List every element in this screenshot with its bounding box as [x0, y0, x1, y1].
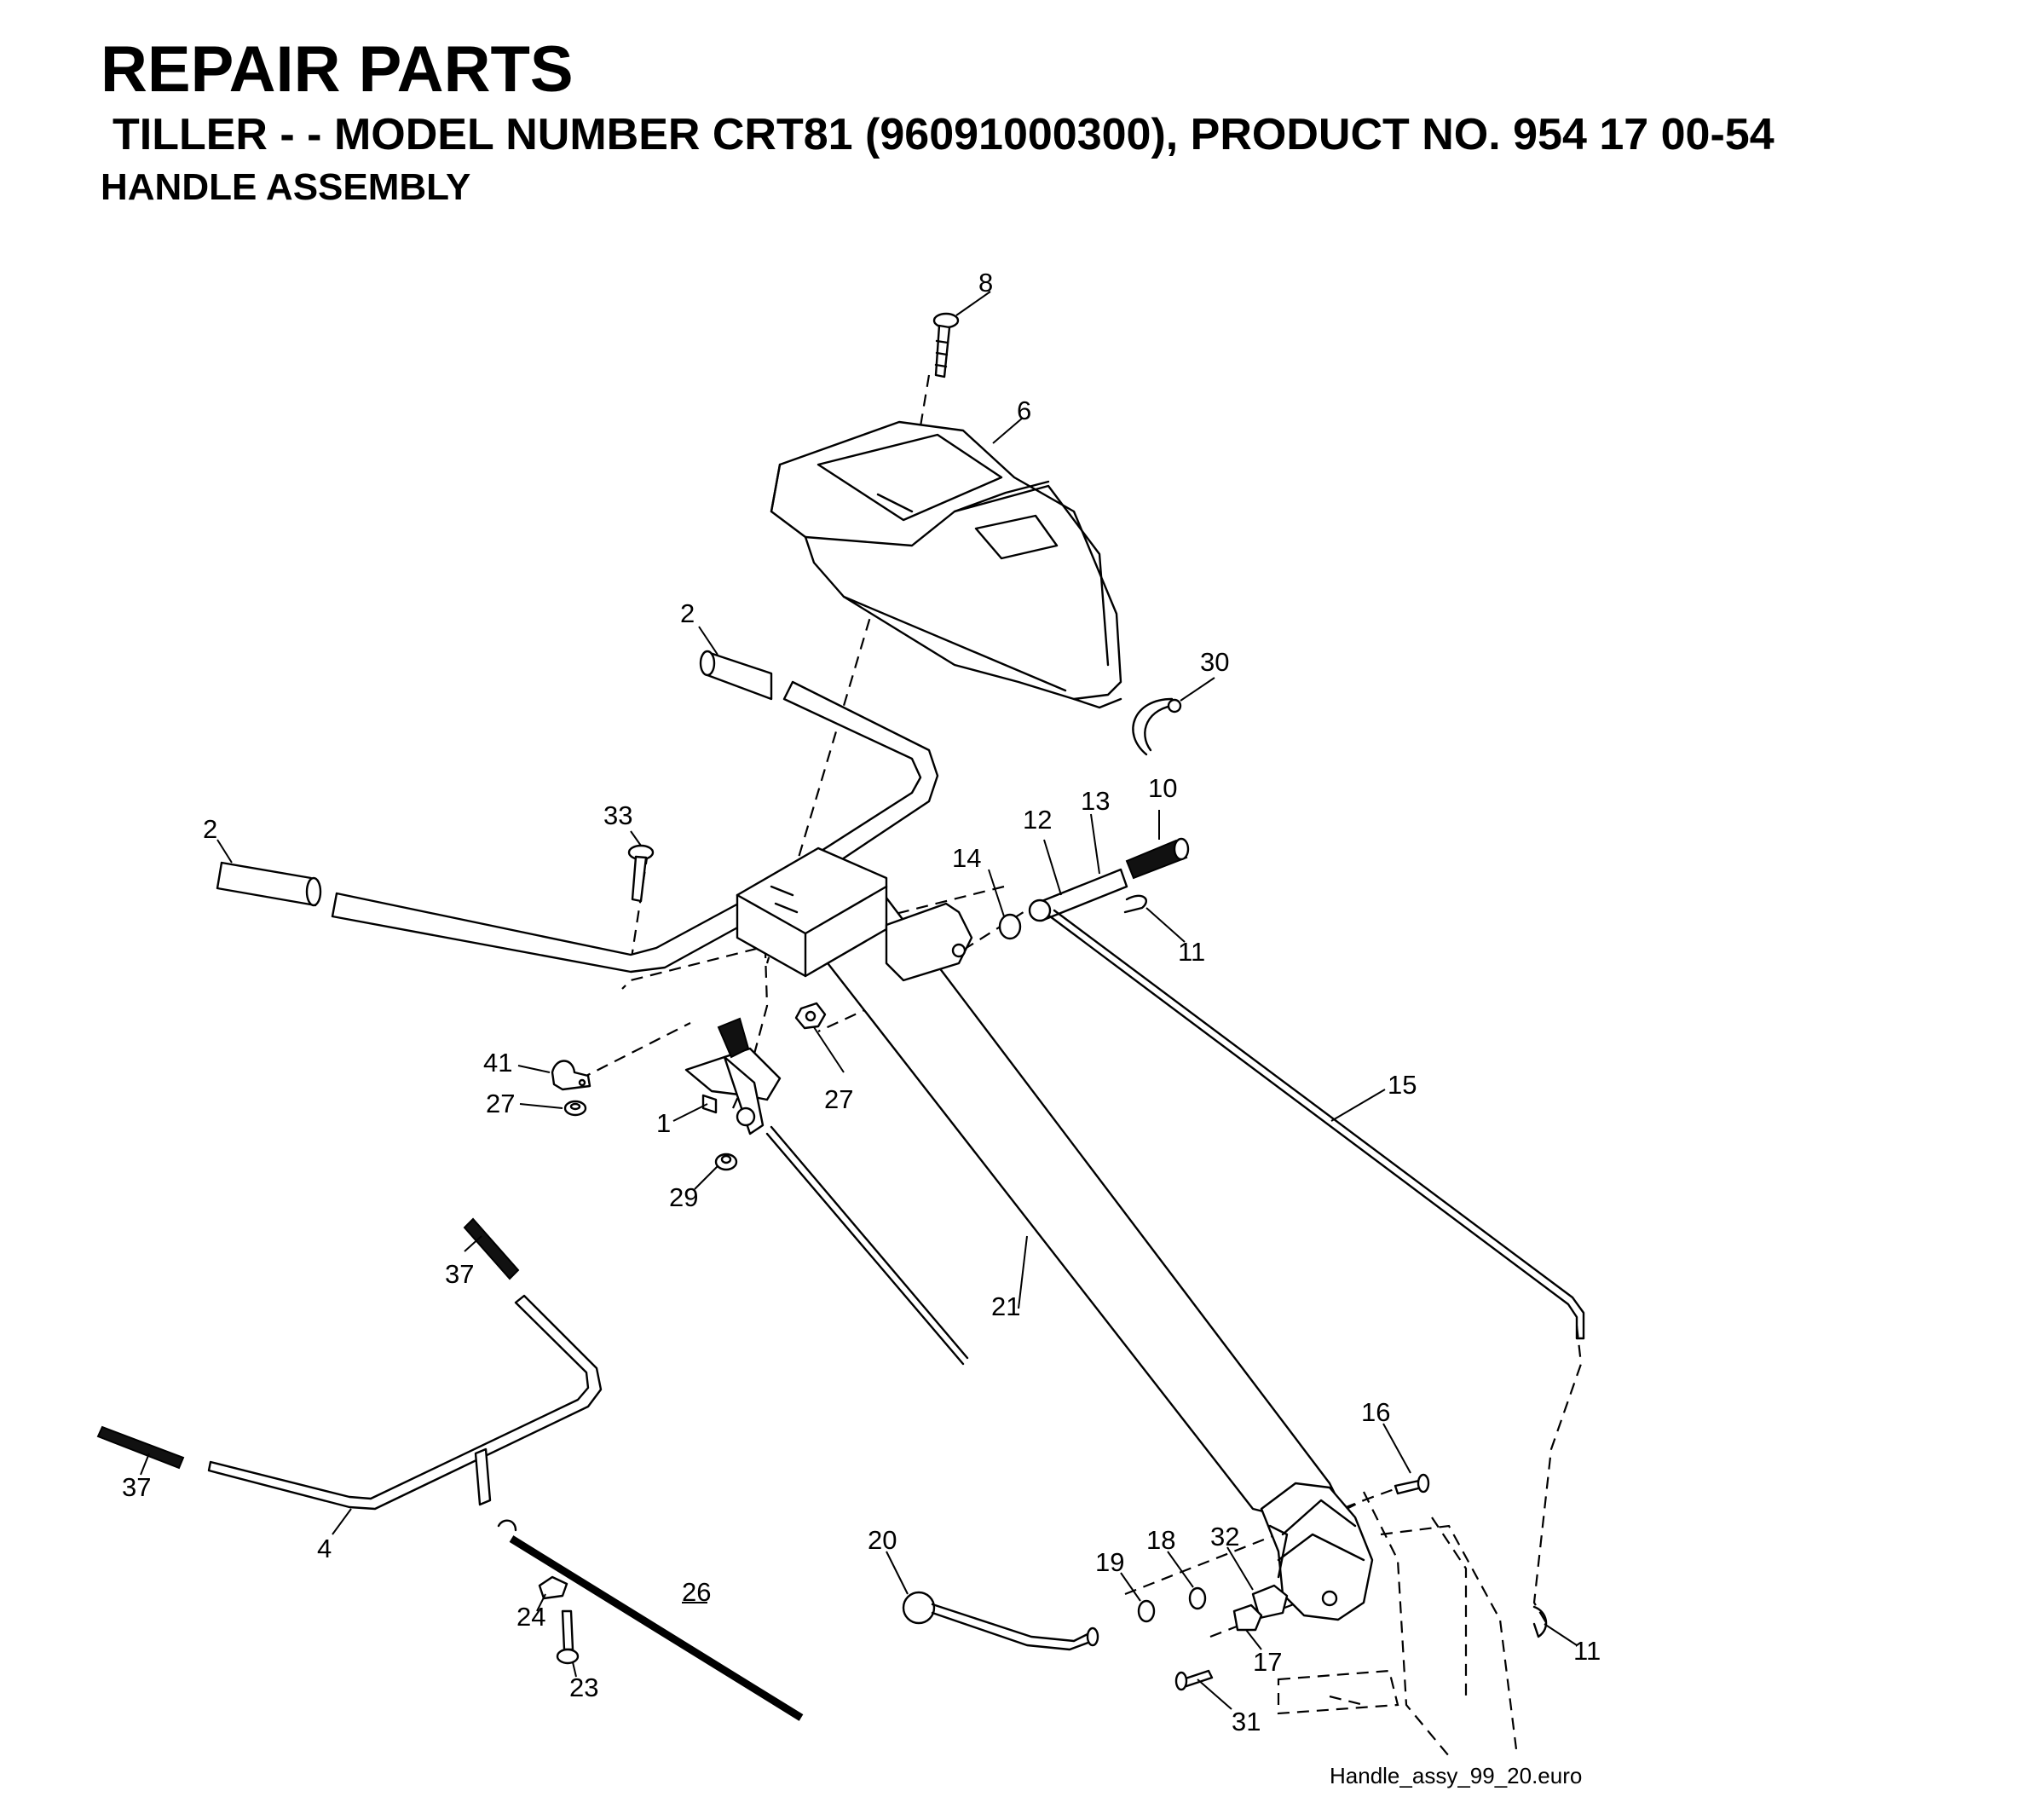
- screw-part-8: [932, 312, 960, 378]
- console-panel-part: [770, 420, 1122, 709]
- grip-part-2-right: [699, 650, 773, 701]
- nut-part-29: [714, 1153, 738, 1171]
- callout-20: 20: [868, 1525, 897, 1555]
- page-title: REPAIR PARTS: [101, 33, 574, 106]
- callout-33: 33: [603, 800, 632, 830]
- nut-part-27-upper: [794, 1002, 827, 1030]
- grip-part-10: [1125, 837, 1190, 880]
- clamp-part-24: [538, 1575, 568, 1600]
- bolt-part-23: [556, 1609, 580, 1665]
- washer-part-19: [1137, 1599, 1156, 1623]
- lever-part-20: [902, 1591, 1099, 1651]
- callout-27-left: 27: [486, 1089, 515, 1118]
- bolt-part-16: [1394, 1473, 1430, 1495]
- lever-part-13: [1028, 868, 1128, 922]
- callout-13: 13: [1081, 786, 1110, 816]
- handle-tube-part-21: [736, 846, 1374, 1621]
- callout-12: 12: [1023, 805, 1052, 835]
- hairpin-part-11-upper: [1123, 894, 1147, 914]
- nut-part-18: [1188, 1586, 1207, 1610]
- callout-6: 6: [1017, 396, 1031, 425]
- lever-bracket-part-1: [684, 1017, 969, 1366]
- callout-41: 41: [483, 1048, 512, 1078]
- callout-15: 15: [1388, 1070, 1417, 1100]
- callout-11-lower: 11: [1573, 1636, 1601, 1666]
- callout-19: 19: [1095, 1547, 1124, 1577]
- cable-part-26: [497, 1519, 804, 1721]
- grip-part-37-upper: [463, 1217, 520, 1280]
- clip-part-30: [1132, 697, 1182, 756]
- callout-16: 16: [1361, 1397, 1390, 1427]
- knob-part-17: [1232, 1603, 1263, 1632]
- callout-29: 29: [669, 1182, 698, 1212]
- callout-21: 21: [991, 1291, 1020, 1321]
- diagram-filename: Handle_assy_99_20.euro: [1330, 1763, 1582, 1788]
- callout-14: 14: [952, 843, 981, 873]
- model-subtitle: TILLER - - MODEL NUMBER CRT81 (960910003…: [113, 110, 1774, 159]
- nut-part-27-lower: [563, 1100, 587, 1117]
- leader-lines: [140, 291, 1578, 1710]
- callout-32: 32: [1210, 1522, 1239, 1551]
- grip-part-37-lower: [96, 1425, 185, 1470]
- callout-24: 24: [516, 1602, 545, 1632]
- clamp-part-41: [551, 1060, 591, 1091]
- spacer-part-14: [998, 913, 1022, 940]
- callout-11-upper: 11: [1178, 937, 1205, 967]
- callout-26: 26: [682, 1577, 711, 1607]
- bolt-part-33: [627, 844, 655, 903]
- callout-1: 1: [656, 1108, 671, 1138]
- callout-27-right: 27: [824, 1084, 853, 1114]
- lever-part-4: [207, 1294, 603, 1511]
- callout-30: 30: [1200, 647, 1229, 677]
- callout-10: 10: [1148, 773, 1177, 803]
- callout-labels: 8 6 2 30 2 33 12 13 10 14 11 41 27 27 1 …: [122, 268, 1601, 1736]
- hairpin-part-11-lower: [1532, 1605, 1548, 1638]
- handlebar-part: [331, 680, 939, 974]
- callout-37-lower: 37: [122, 1472, 151, 1502]
- callout-8: 8: [978, 268, 993, 298]
- callout-4: 4: [317, 1534, 332, 1563]
- callout-37-upper: 37: [445, 1259, 474, 1289]
- callout-2-left: 2: [203, 814, 217, 844]
- callout-17: 17: [1253, 1647, 1282, 1677]
- bolt-part-31: [1174, 1669, 1214, 1691]
- callout-2: 2: [680, 598, 695, 628]
- callout-18: 18: [1146, 1525, 1175, 1555]
- callout-23: 23: [569, 1673, 598, 1702]
- shift-rod-part-15: [1048, 909, 1585, 1340]
- grip-part-2-left: [216, 861, 322, 907]
- section-title: HANDLE ASSEMBLY: [101, 166, 471, 208]
- callout-31: 31: [1232, 1707, 1261, 1736]
